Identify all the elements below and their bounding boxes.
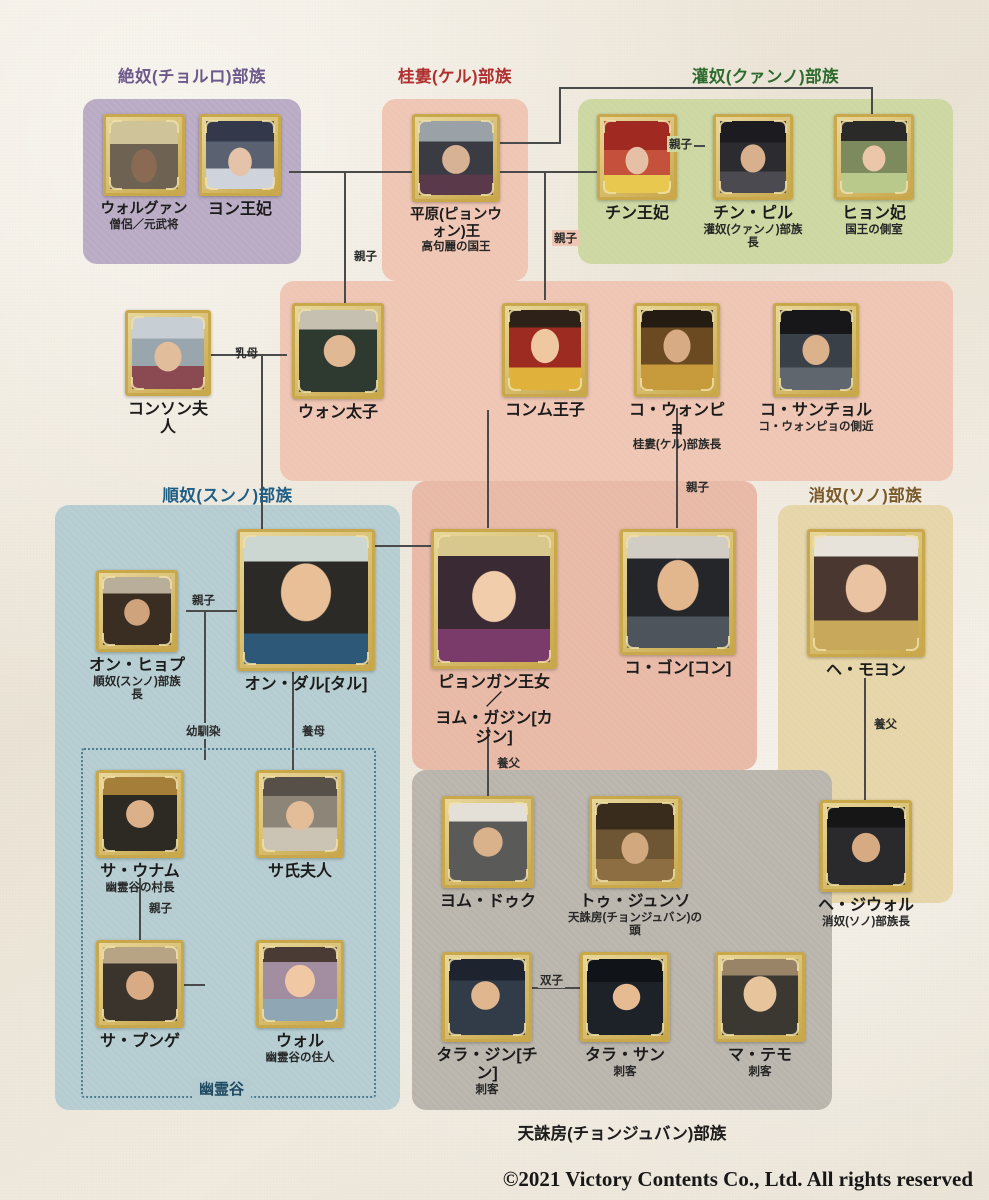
zone-title-sunno: 順奴(スンノ)部族 — [162, 487, 293, 505]
character-name: ピョンガン王女／ ヨム・ガジン[カジン] — [435, 674, 553, 746]
zone-title-sono: 消奴(ソノ)部族 — [808, 487, 923, 505]
card-wolgwang[interactable]: ウォルグァン 僧侶／元武将 — [100, 114, 188, 232]
card-sa-unam[interactable]: サ・ウナム 幽霊谷の村長 — [93, 770, 187, 895]
character-name: タラ・サン — [584, 1047, 665, 1064]
character-role: 天誅房(チョンジュバン)の頭 — [568, 912, 702, 938]
ghost-valley-label: 幽霊谷 — [192, 1078, 252, 1099]
character-role: 国王の側室 — [845, 224, 903, 237]
character-role: 順奴(スンノ)部族長 — [93, 676, 181, 702]
character-name: サ氏夫人 — [267, 863, 332, 880]
relation-label-foster-father-princess: 養父 — [497, 758, 520, 770]
relation-label-parent-child-gogon: 親子 — [686, 482, 709, 494]
card-go-wonpyo[interactable]: コ・ウォンピョ 桂婁(ケル)部族長 — [622, 303, 732, 453]
character-name: ウォルグァン — [100, 201, 188, 217]
character-name: トゥ・ジュンソ — [579, 893, 691, 910]
card-go-sancheol[interactable]: コ・サンチョル コ・ウォンピョの側近 — [757, 303, 875, 434]
card-jin-queen[interactable]: チン王妃 — [593, 114, 681, 224]
character-name: ヘ・モヨン — [825, 662, 906, 679]
relation-label-parent-child-jin: 親子 — [667, 136, 694, 152]
character-name: コンム王子 — [505, 402, 585, 419]
card-wol[interactable]: ウォル 幽霊谷の住人 — [253, 940, 347, 1065]
character-name: マ・テモ — [727, 1047, 792, 1064]
card-hyeon-consort[interactable]: ヒョン妃 国王の側室 — [828, 114, 920, 237]
character-name: コンソン夫人 — [127, 401, 208, 437]
character-name: 平原(ピョンウォン)王 — [410, 207, 502, 240]
card-prince-gonmu[interactable]: コンム王子 — [497, 303, 593, 421]
character-name: ヨム・ドゥク — [440, 893, 537, 910]
character-role: 灌奴(クァンノ)部族長 — [703, 224, 803, 250]
character-name: チン王妃 — [604, 205, 669, 222]
card-tara-san[interactable]: タラ・サン 刺客 — [575, 952, 675, 1079]
card-du-junso[interactable]: トゥ・ジュンソ 天誅房(チョンジュバン)の頭 — [568, 796, 702, 939]
card-yeon-queen[interactable]: ヨン王妃 — [196, 114, 284, 220]
relation-label-parent-child-punge: 親子 — [147, 900, 174, 916]
card-on-dal[interactable]: オン・ダル[タル] — [236, 529, 376, 695]
card-princess-pyeonggang[interactable]: ピョンガン王女／ ヨム・ガジン[カジン] — [431, 529, 557, 748]
card-jin-pil[interactable]: チン・ピル 灌奴(クァンノ)部族長 — [703, 114, 803, 251]
character-name: ウォン太子 — [297, 404, 378, 421]
character-role: 高句麗の国王 — [421, 241, 491, 254]
character-role: 桂婁(ケル)部族長 — [632, 439, 722, 452]
copyright-text: ©2021 Victory Contents Co., Ltd. All rig… — [502, 1167, 973, 1191]
relation-label-foster-mother: 養母 — [300, 723, 327, 739]
character-name: コ・サンチョル — [759, 402, 872, 419]
zone-title-cheonju: 天誅房(チョンジュバン)部族 — [517, 1125, 727, 1143]
zone-title-jeolno: 絶奴(チョルロ)部族 — [118, 68, 266, 86]
card-tara-jin[interactable]: タラ・ジン[チン] 刺客 — [432, 952, 542, 1098]
relation-label-parent-child-ondal: 親子 — [190, 592, 217, 608]
relation-label-childhood-friend: 幼馴染 — [184, 723, 223, 739]
character-name: オン・ヒョプ — [88, 657, 185, 674]
character-name: ヒョン妃 — [841, 205, 906, 222]
character-name: ヘ・ジウォル — [818, 897, 915, 914]
character-name: サ・プンゲ — [99, 1033, 180, 1050]
character-role: 幽霊谷の住人 — [265, 1052, 335, 1065]
card-gonson[interactable]: コンソン夫人 — [122, 310, 214, 438]
character-name: ウォル — [275, 1033, 324, 1050]
character-name: タラ・ジン[チン] — [436, 1047, 538, 1083]
relation-label-twins: 双子 — [538, 972, 565, 988]
card-on-hyeop[interactable]: オン・ヒョプ 順奴(スンノ)部族長 — [88, 570, 186, 703]
character-name: オン・ダル[タル] — [244, 676, 368, 693]
card-sassi[interactable]: サ氏夫人 — [253, 770, 347, 882]
card-yeom-duk[interactable]: ヨム・ドゥク — [440, 796, 536, 912]
card-go-gon[interactable]: コ・ゴン[コン] — [620, 529, 736, 679]
character-role: 幽霊谷の村長 — [105, 882, 175, 895]
character-name: ヨン王妃 — [207, 201, 272, 218]
card-king-pyeongwon[interactable]: 平原(ピョンウォン)王 高句麗の国王 — [410, 114, 502, 254]
character-role: 刺客 — [748, 1066, 772, 1079]
character-name: サ・ウナム — [100, 863, 180, 880]
character-role: コ・ウォンピョの側近 — [758, 421, 874, 434]
relation-label-parent-child-gonmu: 親子 — [552, 230, 579, 246]
character-name: チン・ピル — [712, 205, 793, 222]
character-name: コ・ゴン[コン] — [624, 660, 732, 677]
card-prince-won[interactable]: ウォン太子 — [288, 303, 388, 423]
character-role: 消奴(ソノ)部族長 — [822, 916, 910, 929]
character-role: 刺客 — [613, 1066, 637, 1079]
card-ma-temo[interactable]: マ・テモ 刺客 — [710, 952, 810, 1079]
relation-label-foster-father-hae: 養父 — [872, 716, 899, 732]
character-role: 僧侶／元武将 — [109, 218, 179, 231]
relation-label-wet-nurse: 乳母 — [235, 348, 258, 360]
card-hae-jiwol[interactable]: ヘ・ジウォル 消奴(ソノ)部族長 — [818, 800, 914, 929]
character-role: 刺客 — [475, 1084, 499, 1097]
zone-title-gwanno: 灌奴(クァンノ)部族 — [691, 68, 840, 86]
card-hae-moyeon[interactable]: ヘ・モヨン — [806, 529, 926, 681]
character-name: コ・ウォンピョ — [628, 402, 725, 438]
card-sa-punge[interactable]: サ・プンゲ — [93, 940, 187, 1052]
zone-title-gyeru: 桂婁(ケル)部族 — [398, 68, 512, 86]
relation-label-parent-child-won: 親子 — [354, 251, 377, 263]
